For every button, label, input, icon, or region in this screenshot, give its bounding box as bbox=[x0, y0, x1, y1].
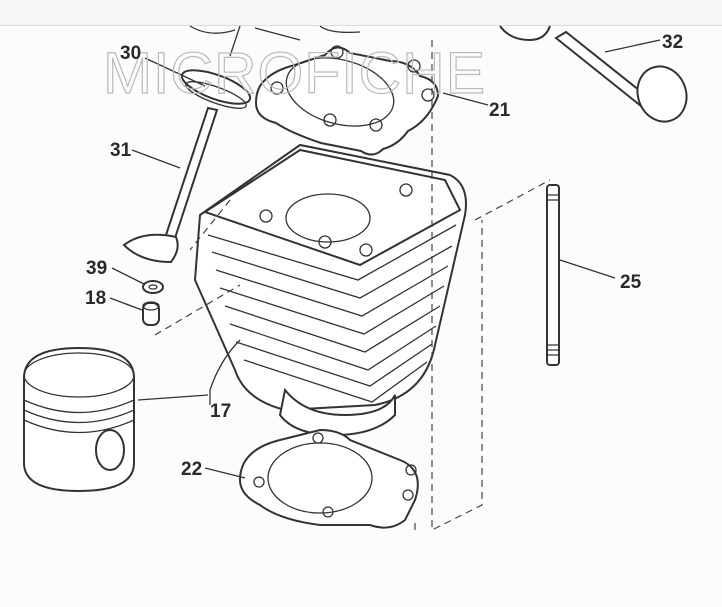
part-17-cylinder[interactable] bbox=[193, 143, 467, 437]
callout-22[interactable]: 22 bbox=[181, 459, 202, 480]
callout-21[interactable]: 21 bbox=[489, 100, 511, 121]
callout-31[interactable]: 31 bbox=[110, 140, 132, 161]
part-22-base-gasket[interactable] bbox=[238, 428, 419, 529]
part-39-washer[interactable] bbox=[142, 280, 164, 294]
callout-39[interactable]: 39 bbox=[86, 258, 107, 279]
callout-18[interactable]: 18 bbox=[85, 288, 106, 309]
callout-30[interactable]: 30 bbox=[120, 43, 141, 64]
part-18-dowel[interactable] bbox=[142, 301, 160, 326]
partial-part-top bbox=[189, 25, 551, 57]
leader-lines bbox=[109, 39, 661, 479]
piston[interactable] bbox=[23, 346, 135, 493]
callout-25[interactable]: 25 bbox=[620, 272, 642, 293]
callout-32[interactable]: 32 bbox=[662, 32, 683, 53]
part-31-valve[interactable] bbox=[122, 106, 219, 264]
top-bar bbox=[0, 0, 722, 26]
part-21-head-gasket[interactable] bbox=[254, 45, 440, 156]
part-25-stud[interactable] bbox=[546, 184, 560, 366]
assembly-guide-lines bbox=[154, 40, 551, 531]
part-32-valve[interactable] bbox=[554, 30, 694, 129]
microfiche-watermark: MICROFICHE bbox=[103, 41, 486, 106]
callout-17[interactable]: 17 bbox=[210, 401, 231, 422]
